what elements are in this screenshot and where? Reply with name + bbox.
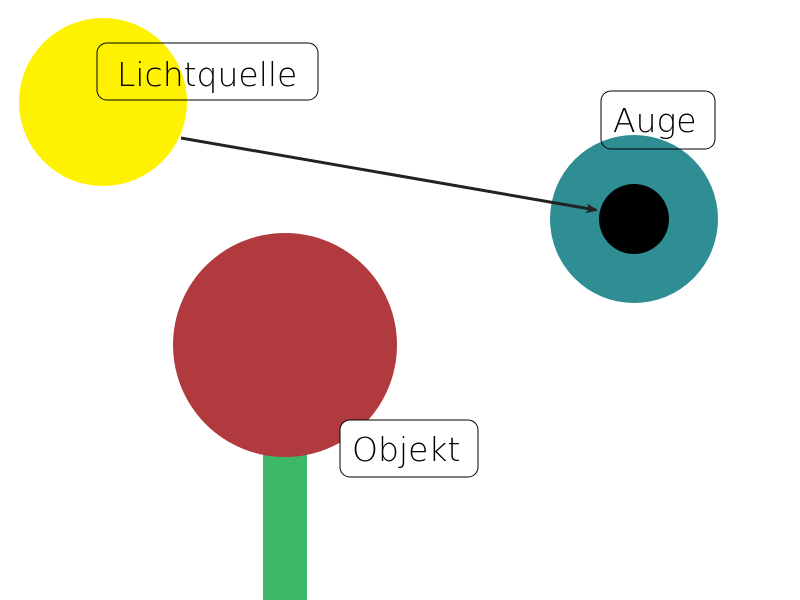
label-light-source-box [96,42,319,101]
eye-pupil-circle [599,184,669,254]
light-ray-arrow [180,136,598,214]
label-object-text: Objekt [352,430,460,469]
object-head-circle [173,233,397,457]
label-eye-text: Auge [613,101,697,140]
label-light-source-text: Lichtquelle [117,55,297,94]
label-eye: Auge [600,90,716,150]
label-object: Objekt [339,419,479,478]
label-light-source: Lichtquelle [96,42,319,101]
label-object-box [339,419,479,478]
light-source-circle [19,18,187,186]
label-eye-box [600,90,716,150]
object-stem [263,440,307,600]
